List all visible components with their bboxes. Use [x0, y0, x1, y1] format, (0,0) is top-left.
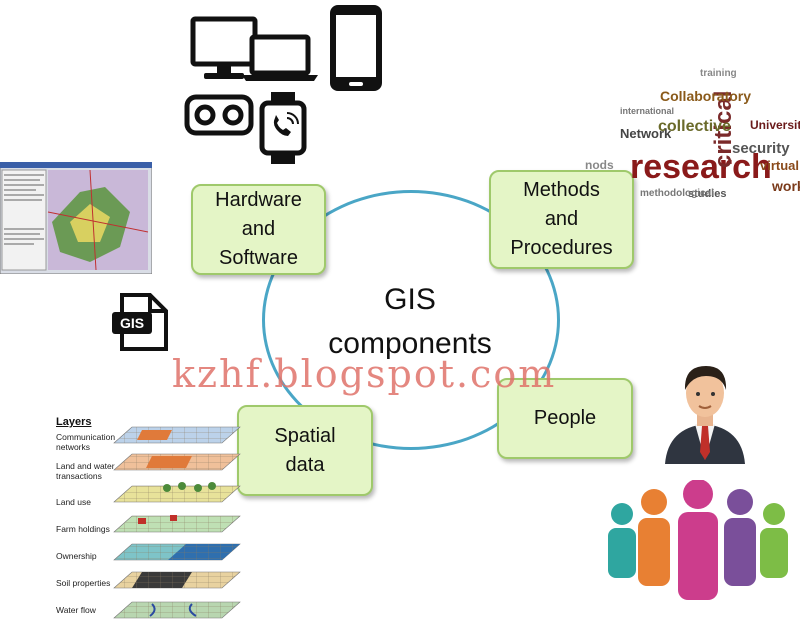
layer-communication-networks: [113, 426, 241, 444]
watermark-text: kzhf.blogspot.com: [172, 352, 557, 396]
smartphone-icon: [330, 5, 382, 91]
layer-label-soil-properties: Soil properties: [56, 578, 111, 588]
word-cloud-image: research critical collective Network Col…: [585, 68, 800, 200]
layer-label-ownership: Ownership: [56, 551, 97, 561]
smartwatch-icon: [259, 92, 307, 164]
layer-ownership: [113, 543, 241, 561]
gis-file-icon: GIS: [112, 293, 168, 351]
layer-water-flow: [113, 601, 241, 619]
component-people: People: [497, 378, 633, 459]
businessman-icon: [665, 366, 745, 464]
component-methods-procedures: Methods and Procedures: [489, 170, 634, 269]
gis-software-screenshot: [0, 162, 152, 274]
gis-file-icon-text: GIS: [120, 315, 144, 331]
center-title: GIS components: [328, 283, 492, 360]
layer-label-land-use: Land use: [56, 497, 91, 507]
component-spatial-data: Spatial data: [237, 405, 373, 496]
components-ring: [262, 190, 560, 450]
laptop-icon: [242, 34, 318, 81]
layer-label-land-water-transactions: Land and water transactions: [56, 461, 115, 481]
layer-land-water-transactions: [113, 453, 241, 471]
layers-illustration: [113, 426, 241, 619]
layer-soil-properties: [113, 571, 241, 589]
layers-title: Layers: [56, 416, 92, 428]
layer-label-communication-networks: Communication networks: [56, 432, 116, 452]
layer-label-farm-holdings: Farm holdings: [56, 524, 110, 534]
layer-land-use: [113, 482, 241, 503]
layer-label-water-flow: Water flow: [56, 605, 96, 615]
vr-headset-icon: [184, 94, 254, 136]
people-group-icon: [608, 480, 788, 600]
component-hardware-software: Hardware and Software: [191, 184, 326, 275]
layer-farm-holdings: [113, 515, 241, 533]
